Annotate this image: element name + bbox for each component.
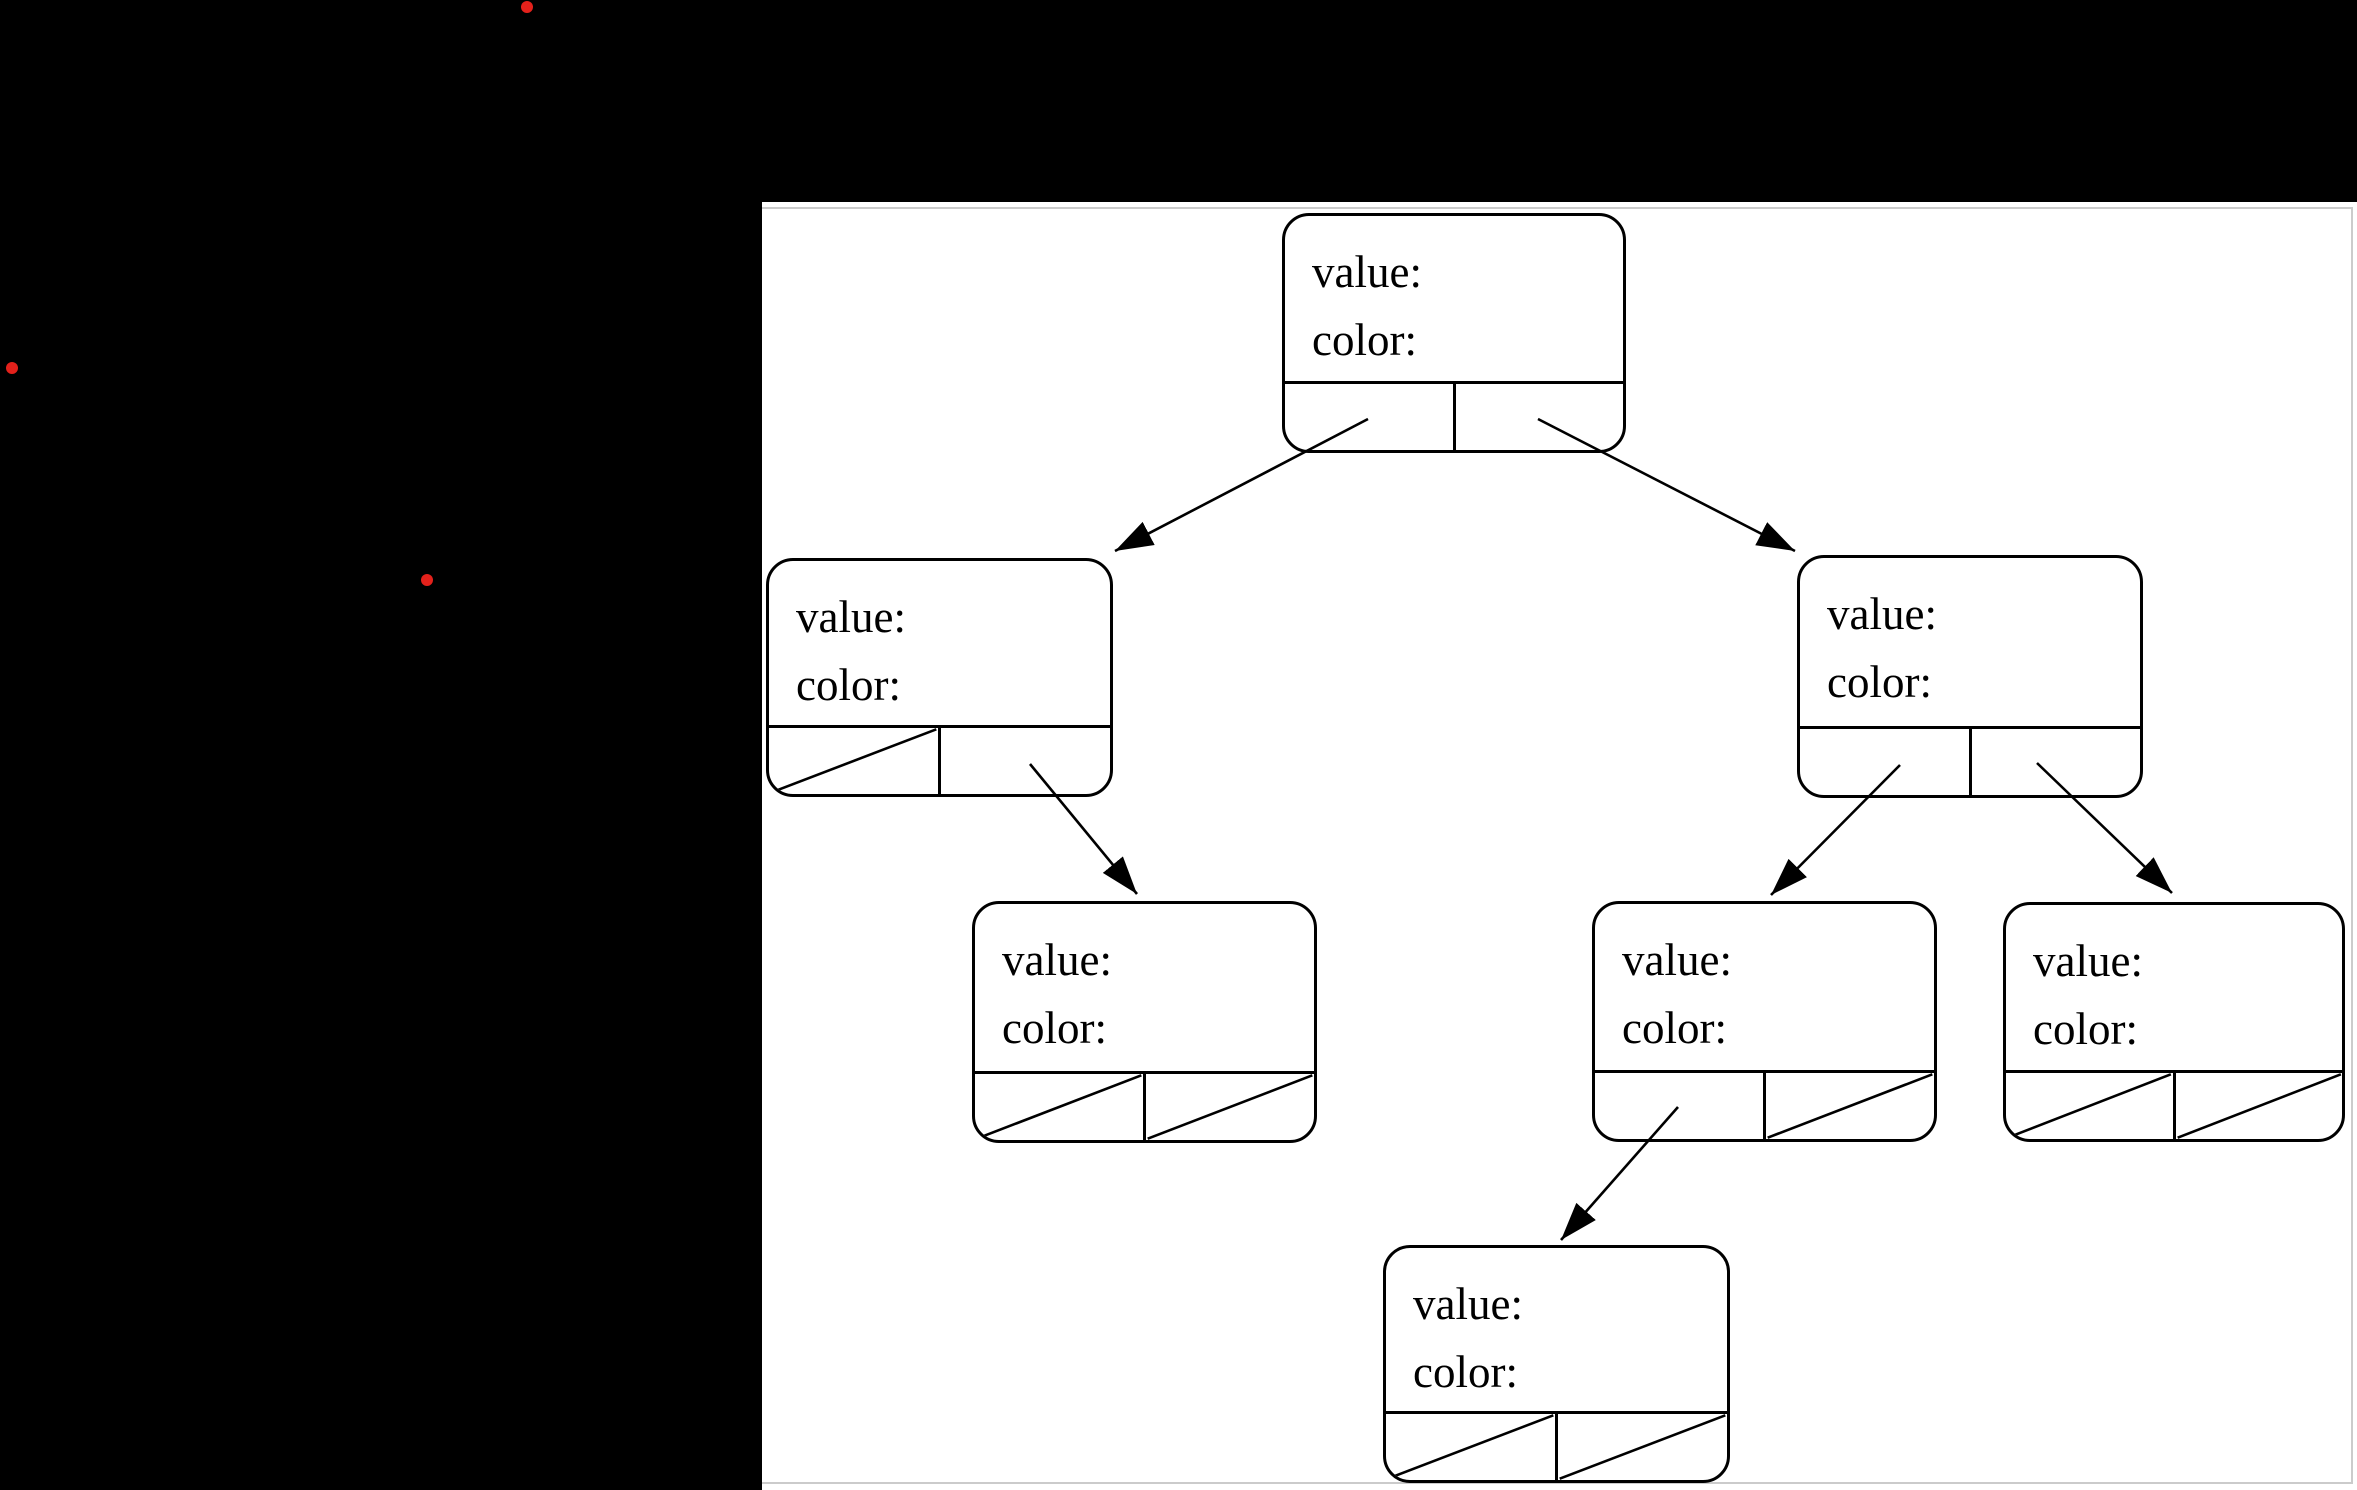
- null-slash-icon: [975, 1074, 1143, 1140]
- node-color-label: color:: [1312, 315, 1417, 365]
- null-slash-icon: [769, 728, 938, 794]
- right-pointer-cell: [1766, 1073, 1934, 1139]
- node-color-label: color:: [1002, 1003, 1107, 1053]
- null-slash-icon: [1146, 1074, 1314, 1140]
- tree-node-right-right-grandchild: value: color:: [2003, 902, 2345, 1142]
- right-pointer-cell: [1456, 384, 1624, 450]
- pointer-row: [1386, 1411, 1727, 1480]
- right-pointer-cell: [941, 728, 1110, 794]
- left-pointer-cell: [975, 1074, 1146, 1140]
- right-pointer-cell: [1558, 1414, 1727, 1480]
- left-pointer-cell: [1285, 384, 1456, 450]
- pointer-row: [975, 1071, 1314, 1140]
- pointer-row: [1800, 726, 2140, 795]
- tree-node-root: value: color:: [1282, 213, 1626, 453]
- node-fields: value: color:: [769, 561, 1110, 725]
- pointer-row: [1285, 381, 1623, 450]
- node-fields: value: color:: [1800, 558, 2140, 726]
- node-color-label: color:: [796, 660, 901, 710]
- left-pointer-cell: [2006, 1073, 2176, 1139]
- left-pointer-cell: [1800, 729, 1972, 795]
- window-frame-border: [762, 207, 2353, 1484]
- node-fields: value: color:: [1386, 1248, 1727, 1411]
- pointer-row: [2006, 1070, 2342, 1139]
- right-pointer-cell: [1146, 1074, 1314, 1140]
- node-color-label: color:: [1413, 1347, 1518, 1397]
- node-fields: value: color:: [2006, 905, 2342, 1070]
- right-pointer-cell: [1972, 729, 2141, 795]
- node-value-label: value:: [1413, 1279, 1523, 1329]
- node-fields: value: color:: [1285, 216, 1623, 381]
- tree-node-right-child: value: color:: [1797, 555, 2143, 798]
- null-slash-icon: [1558, 1414, 1727, 1480]
- left-pointer-cell: [1386, 1414, 1558, 1480]
- node-color-label: color:: [1827, 657, 1932, 707]
- node-value-label: value:: [1312, 247, 1422, 297]
- node-value-label: value:: [796, 592, 906, 642]
- right-pointer-cell: [2176, 1073, 2343, 1139]
- left-pointer-cell: [1595, 1073, 1766, 1139]
- node-value-label: value:: [2033, 936, 2143, 986]
- node-value-label: value:: [1002, 935, 1112, 985]
- tree-node-left-child: value: color:: [766, 558, 1113, 797]
- pointer-row: [769, 725, 1110, 794]
- tree-node-right-left-grandchild: value: color:: [1592, 901, 1937, 1142]
- null-slash-icon: [2006, 1073, 2173, 1139]
- null-slash-icon: [2176, 1073, 2343, 1139]
- node-value-label: value:: [1622, 935, 1732, 985]
- red-dot-2: [6, 362, 18, 374]
- null-slash-icon: [1766, 1073, 1934, 1139]
- tree-node-left-right-grandchild: value: color:: [972, 901, 1317, 1143]
- left-pointer-cell: [769, 728, 941, 794]
- red-dot-3: [421, 574, 433, 586]
- node-color-label: color:: [2033, 1004, 2138, 1054]
- node-color-label: color:: [1622, 1003, 1727, 1053]
- node-fields: value: color:: [1595, 904, 1934, 1070]
- tree-node-bottom-node: value: color:: [1383, 1245, 1730, 1483]
- null-slash-icon: [1386, 1414, 1555, 1480]
- node-value-label: value:: [1827, 589, 1937, 639]
- red-dot-1: [521, 1, 533, 13]
- node-fields: value: color:: [975, 904, 1314, 1071]
- pointer-row: [1595, 1070, 1934, 1139]
